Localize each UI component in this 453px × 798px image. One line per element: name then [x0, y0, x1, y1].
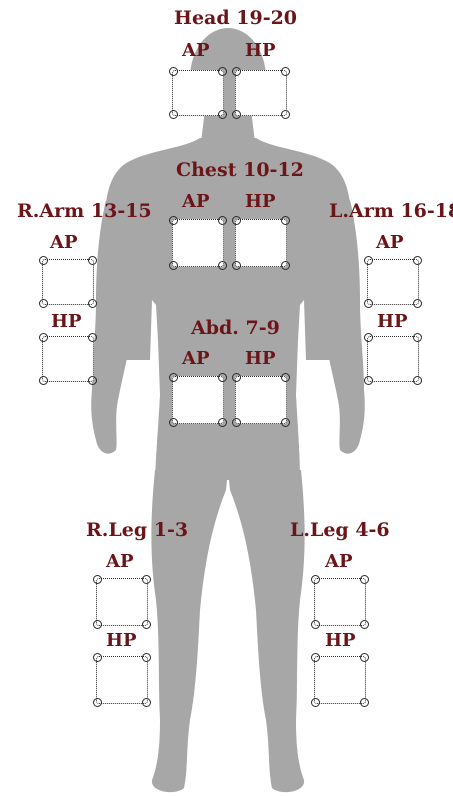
rarm-ap-label: AP — [50, 234, 78, 252]
chest-hp-label: HP — [245, 193, 276, 211]
abd-hp-label: HP — [245, 350, 276, 368]
larm-ap-label: AP — [376, 234, 404, 252]
rleg-hp-box[interactable] — [96, 656, 148, 704]
larm-title: L.Arm 16-18 — [329, 202, 453, 221]
head-ap-label: AP — [182, 42, 210, 60]
lleg-hp-label: HP — [325, 632, 356, 650]
lleg-title: L.Leg 4-6 — [290, 521, 390, 540]
rarm-hp-box[interactable] — [42, 336, 94, 382]
lleg-hp-box[interactable] — [314, 656, 366, 704]
larm-hp-box[interactable] — [367, 336, 419, 382]
abd-hp-box[interactable] — [235, 376, 287, 424]
chest-hp-box[interactable] — [235, 219, 287, 267]
larm-hp-label: HP — [377, 313, 408, 331]
abd-title: Abd. 7-9 — [191, 319, 280, 338]
rarm-hp-label: HP — [51, 313, 82, 331]
head-hp-label: HP — [245, 42, 276, 60]
rleg-ap-label: AP — [106, 553, 134, 571]
chest-ap-box[interactable] — [172, 219, 224, 267]
chest-title: Chest 10-12 — [176, 161, 304, 180]
chest-ap-label: AP — [182, 193, 210, 211]
lleg-ap-label: AP — [325, 553, 353, 571]
head-hp-box[interactable] — [235, 70, 287, 116]
rarm-ap-box[interactable] — [42, 259, 94, 305]
lleg-ap-box[interactable] — [314, 578, 366, 626]
abd-ap-label: AP — [182, 350, 210, 368]
rleg-hp-label: HP — [106, 632, 137, 650]
larm-ap-box[interactable] — [367, 259, 419, 305]
head-title: Head 19-20 — [174, 9, 297, 28]
rleg-ap-box[interactable] — [96, 578, 148, 626]
head-ap-box[interactable] — [172, 70, 224, 116]
rleg-title: R.Leg 1-3 — [86, 521, 188, 540]
abd-ap-box[interactable] — [172, 376, 224, 424]
rarm-title: R.Arm 13-15 — [17, 202, 152, 221]
